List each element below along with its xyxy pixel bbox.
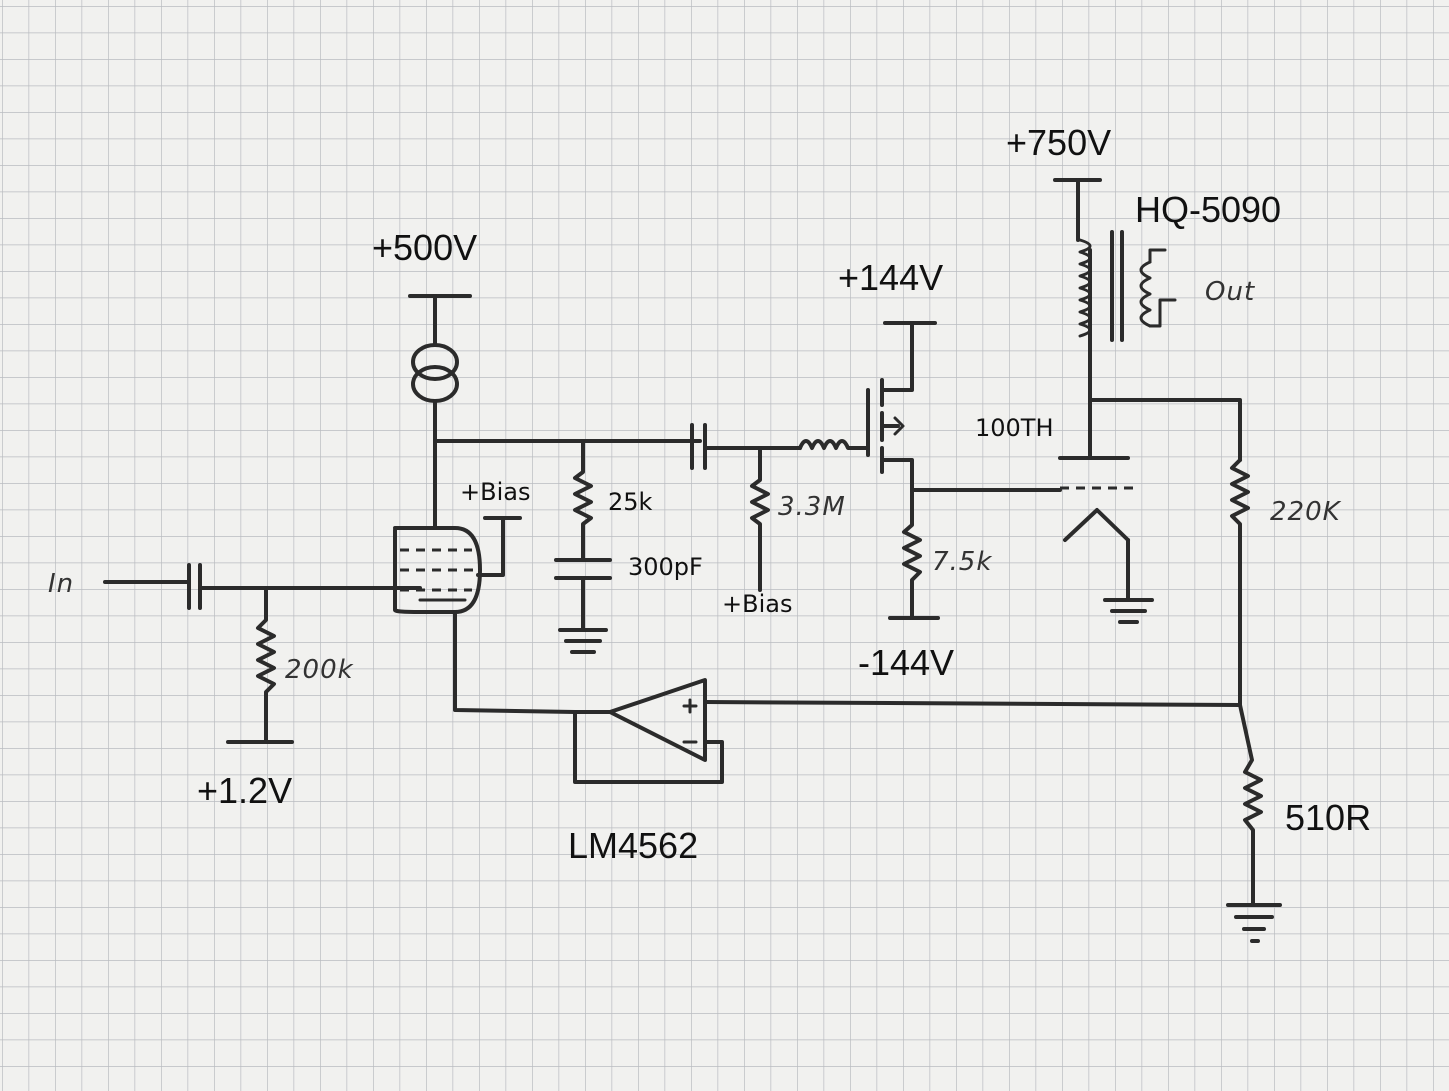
feedback-resistor-510r <box>1226 703 1282 943</box>
label-plus-750v: +750V <box>1006 122 1111 163</box>
label-r510: 510R <box>1285 797 1371 838</box>
label-r200k: 200k <box>285 655 354 685</box>
label-plus-500v: +500V <box>372 227 477 268</box>
label-input: In <box>48 569 74 599</box>
label-plus-1-2v: +1.2V <box>197 770 292 811</box>
bias-resistor-3-3m <box>750 446 770 592</box>
label-r3-3m: 3.3M <box>778 492 846 522</box>
label-plus-144v: +144V <box>838 257 943 298</box>
label-r220k: 220K <box>1270 497 1342 527</box>
plate-supply-500v <box>408 294 702 530</box>
label-r25k: 25k <box>608 488 653 516</box>
input-coupling-capacitor <box>103 563 422 610</box>
driver-pentode-tube <box>393 516 522 614</box>
output-tube-grid-drive <box>910 486 1140 492</box>
source-resistor-7-5k <box>888 488 940 620</box>
servo-opamp-lm4562 <box>453 610 1242 784</box>
label-out: Out <box>1205 277 1255 307</box>
label-transformer-name: HQ-5090 <box>1135 189 1281 230</box>
label-r7-5k: 7.5k <box>932 547 992 577</box>
label-bias-gate: +Bias <box>722 590 792 618</box>
interstage-coupling-capacitor <box>690 423 802 470</box>
label-c300pf: 300pF <box>628 553 703 581</box>
grid-resistor-200k <box>226 586 294 744</box>
gate-stopper-resistor <box>798 439 870 450</box>
output-transformer-hq5090 <box>1053 178 1242 462</box>
feedback-resistor-220k <box>1230 458 1250 707</box>
label-opamp: LM4562 <box>568 825 698 866</box>
label-bias-tube: +Bias <box>460 478 530 506</box>
mosfet-source-follower <box>866 321 937 492</box>
label-tube-100th: 100TH <box>975 414 1054 442</box>
label-minus-144v: -144V <box>858 642 954 683</box>
snubber-25k-300pf <box>554 439 612 654</box>
